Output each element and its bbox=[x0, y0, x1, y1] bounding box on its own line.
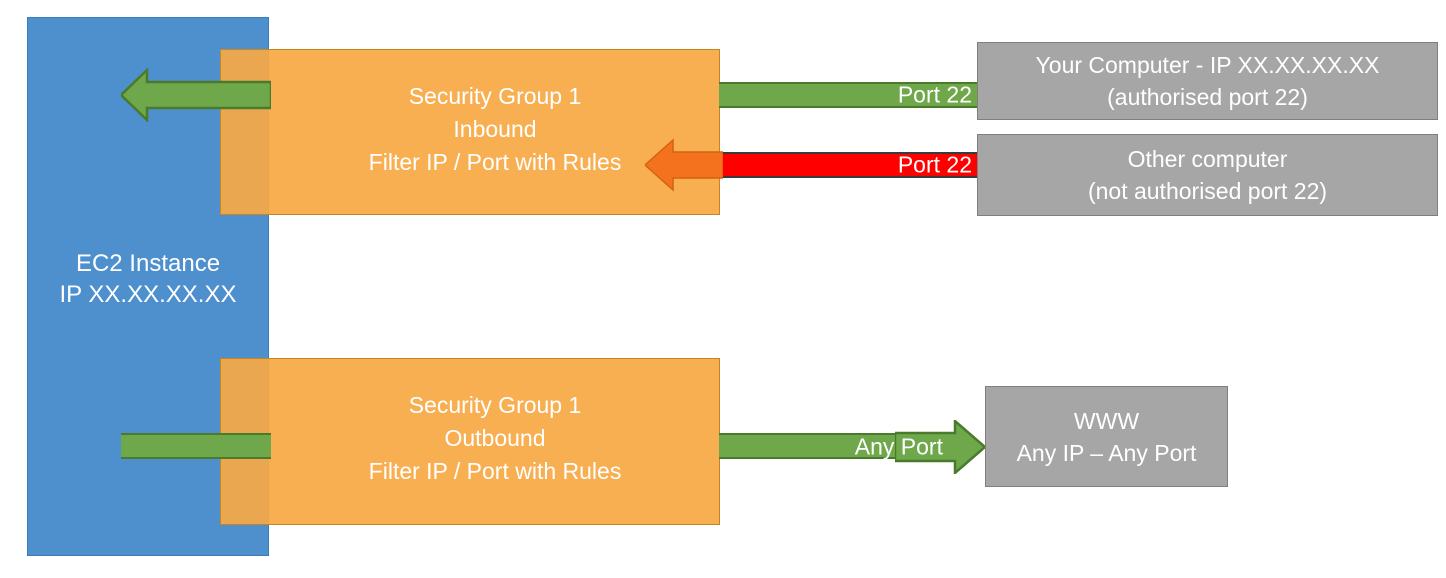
allowed-inbound-arrow-into-ec2 bbox=[121, 68, 271, 122]
blocked-port22-label: Port 22 bbox=[897, 151, 972, 178]
outbound-any-port-label: Any Port bbox=[854, 433, 943, 460]
security-group-outbound-box bbox=[220, 358, 720, 525]
outbound-any-port-bar bbox=[719, 433, 919, 459]
blocked-traffic-orange-arrow bbox=[645, 138, 723, 192]
allowed-port22-bar: Port 22 bbox=[719, 82, 978, 108]
endpoint-other-computer: Other computer (not authorised port 22) bbox=[977, 134, 1438, 216]
blocked-port22-bar: Port 22 bbox=[719, 152, 978, 178]
endpoint-www: WWW Any IP – Any Port bbox=[985, 386, 1228, 487]
outbound-any-port-label-wrap: Any Port bbox=[789, 434, 949, 460]
outbound-any-port-arrowhead bbox=[895, 420, 985, 474]
outbound-traffic-stub bbox=[121, 433, 271, 459]
allowed-port22-label: Port 22 bbox=[897, 81, 972, 108]
security-group-inbound-box bbox=[220, 49, 720, 215]
ec2-instance-label: EC2 Instance IP XX.XX.XX.XX bbox=[59, 250, 237, 308]
endpoint-your-computer: Your Computer - IP XX.XX.XX.XX (authoris… bbox=[977, 42, 1438, 120]
